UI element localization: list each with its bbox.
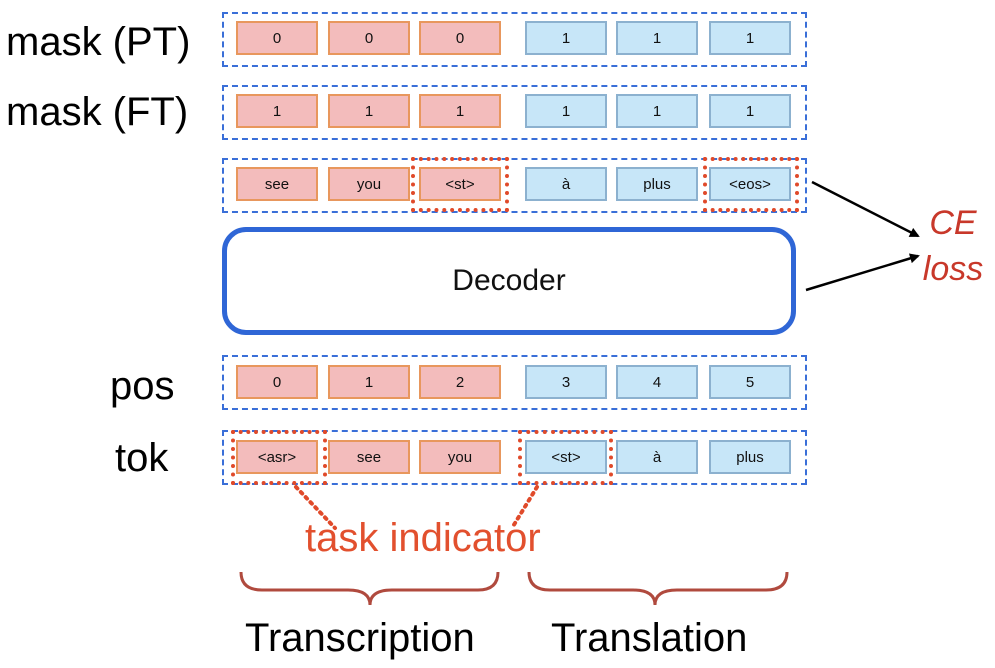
tok-token: <asr> [236, 440, 318, 474]
decoder-block: Decoder [222, 227, 796, 335]
mask-pt-token: 0 [328, 21, 410, 55]
task-indicator-label: task indicator [305, 516, 541, 560]
pos-token: 3 [525, 365, 607, 399]
pos-token: 2 [419, 365, 501, 399]
tok-token: plus [709, 440, 791, 474]
mask-ft-label: mask (FT) [6, 90, 189, 134]
pos-token: 4 [616, 365, 698, 399]
mask-ft-token: 1 [236, 94, 318, 128]
tok-token: see [328, 440, 410, 474]
pos-token: 5 [709, 365, 791, 399]
mask-ft-token: 1 [328, 94, 410, 128]
pos-token: 0 [236, 365, 318, 399]
mask-pt-token: 0 [236, 21, 318, 55]
mask-ft-token: 1 [419, 94, 501, 128]
output-token: you [328, 167, 410, 201]
transcription-label: Transcription [245, 616, 475, 660]
ce-loss-line1: CE [929, 204, 977, 242]
output-token: see [236, 167, 318, 201]
asr-indicator-connector [294, 485, 337, 530]
transcription-brace [239, 571, 500, 606]
translation-label: Translation [551, 616, 748, 660]
output-token: <st> [419, 167, 501, 201]
mask-ft-token: 1 [709, 94, 791, 128]
translation-brace [527, 571, 789, 606]
asr-input-highlight [231, 430, 327, 485]
st-input-highlight [518, 430, 613, 485]
output-token: à [525, 167, 607, 201]
ce-loss-line2: loss [922, 250, 984, 288]
output-token: plus [616, 167, 698, 201]
tok-sequence [222, 430, 807, 485]
decoder-to-loss-arrow [805, 253, 920, 292]
mask-ft-sequence [222, 85, 807, 140]
tok-token: <st> [525, 440, 607, 474]
tok-token: à [616, 440, 698, 474]
output-token: <eos> [709, 167, 791, 201]
mask-pt-label: mask (PT) [6, 20, 191, 64]
st-indicator-connector [510, 485, 539, 530]
eos-output-highlight [703, 157, 799, 212]
mask-pt-token: 1 [525, 21, 607, 55]
mask-ft-token: 1 [525, 94, 607, 128]
ce-loss-label: CE loss [918, 200, 988, 292]
output-to-loss-arrow [811, 180, 920, 238]
decoder-label: Decoder [452, 264, 566, 297]
st-output-highlight [411, 157, 509, 212]
pos-token: 1 [328, 365, 410, 399]
tok-label: tok [115, 436, 169, 480]
mask-pt-token: 0 [419, 21, 501, 55]
mask-pt-sequence [222, 12, 807, 67]
mask-ft-token: 1 [616, 94, 698, 128]
tok-token: you [419, 440, 501, 474]
mask-pt-token: 1 [709, 21, 791, 55]
output-sequence [222, 158, 807, 213]
pos-label: pos [110, 364, 175, 408]
mask-pt-token: 1 [616, 21, 698, 55]
pos-sequence [222, 355, 807, 410]
